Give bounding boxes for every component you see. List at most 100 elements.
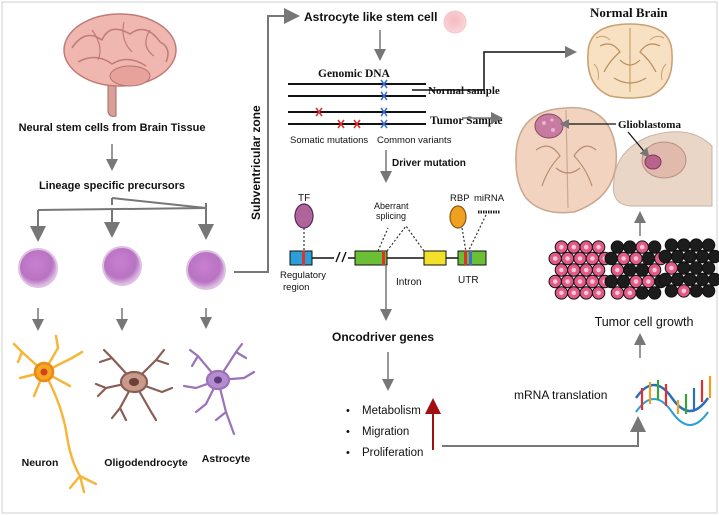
tumor-cell [689, 261, 703, 275]
normal-brain-illustration [587, 23, 673, 99]
oligodendrocyte-illustration [94, 348, 174, 422]
tumor-cell [695, 272, 710, 287]
tumor-cell-nucleus [633, 279, 639, 284]
mrna-strand-illustration [634, 376, 712, 426]
oncodriver-genes-label: Oncodriver genes [332, 330, 434, 344]
tumor-cell-cluster [604, 240, 668, 300]
tumor-cell [623, 263, 637, 277]
oncodriver-list: • Metabolism • Migration • Proliferation [346, 405, 423, 459]
tumor-cell-nucleus [596, 244, 601, 250]
mirna-label: miRNA [474, 193, 505, 204]
tumor-cell [701, 284, 716, 298]
subventricular-zone-label: Subventricular zone [249, 105, 263, 220]
glioblastoma-pointer-2 [627, 131, 650, 158]
tumor-cell [623, 240, 637, 254]
svg-text:•: • [346, 447, 350, 459]
dna-strands [288, 83, 426, 125]
tf-icon [294, 203, 314, 229]
tumor-cell-nucleus [571, 267, 577, 273]
genomic-dna-label: Genomic DNA [318, 68, 391, 80]
tumor-cell [647, 286, 662, 300]
tumor-cell [683, 272, 697, 287]
tumor-cell-cluster [658, 238, 719, 298]
head-silhouette-illustration [612, 131, 713, 207]
tumor-cell-clusters [548, 238, 719, 300]
tumor-cell-nucleus [615, 267, 620, 273]
svg-text:•: • [346, 405, 350, 417]
intron-label: Intron [396, 277, 422, 288]
tumor-cell-nucleus [639, 244, 645, 250]
tumor-cell [635, 286, 649, 300]
tumor-cell-nucleus [621, 256, 626, 261]
glioblastoma-brain-illustration [515, 106, 618, 214]
tumor-cell [670, 272, 685, 287]
astrocyte-label: Astrocyte [202, 453, 251, 465]
svg-text:•: • [346, 426, 350, 438]
tumor-cell [641, 251, 656, 266]
tumor-cell [616, 274, 631, 289]
tumor-cell-nucleus [681, 288, 687, 294]
glioblastoma-label: Glioblastoma [618, 119, 681, 131]
aberrant-label-1: Aberrant [374, 201, 409, 211]
tumor-cell-nucleus [577, 279, 583, 284]
regulatory-label-2: region [283, 282, 309, 293]
tumor-cell-nucleus [615, 290, 620, 296]
branch-arrows [30, 197, 214, 242]
tumor-cell [701, 238, 716, 252]
tumor-cell-nucleus [571, 290, 577, 296]
tumor-cell-cluster [548, 240, 612, 300]
somatic-mutations-label: Somatic mutations [290, 135, 368, 146]
precursor-cell [102, 246, 142, 286]
tumor-cell-nucleus [559, 267, 564, 273]
gene-track [289, 224, 487, 266]
tumor-cell [635, 263, 649, 277]
tumor-cell [689, 284, 703, 298]
oligodendrocyte-label: Oligodendrocyte [104, 457, 188, 469]
normal-to-brain-arrow [412, 46, 577, 91]
tumor-cell-nucleus [590, 256, 595, 261]
list-to-translation-arrow [442, 416, 646, 447]
tumor-cell [695, 249, 710, 264]
tumor-cell [701, 261, 716, 275]
driver-mutation-label: Driver mutation [392, 158, 466, 169]
tumor-cell-nucleus [559, 244, 564, 250]
tumor-cell-nucleus [646, 279, 651, 284]
tumor-cell [604, 251, 618, 266]
tumor-cell [683, 249, 697, 264]
tumor-cell [689, 238, 703, 252]
oncodriver-item: Proliferation [362, 447, 423, 459]
neural-stem-cells-label: Neural stem cells from Brain Tissue [19, 122, 206, 134]
tumor-cell-nucleus [565, 279, 570, 284]
tf-label: TF [298, 193, 310, 204]
tumor-cell-nucleus [669, 265, 674, 271]
brain-illustration [63, 13, 177, 117]
tumor-cell [647, 240, 662, 254]
common-variants-label: Common variants [377, 135, 452, 146]
utr-label: UTR [458, 275, 479, 286]
tumor-cell [658, 272, 672, 287]
tumor-cell [670, 249, 685, 264]
tumor-cell [658, 249, 672, 264]
tumor-cell-nucleus [596, 267, 601, 273]
tumor-cell-nucleus [590, 279, 595, 284]
precursor-cell [18, 248, 58, 288]
mirna-connector [467, 214, 487, 253]
tumor-cell-nucleus [577, 256, 583, 261]
tumor-cell-nucleus [652, 267, 657, 273]
mutation-marks [315, 107, 361, 129]
tumor-cell-nucleus [633, 256, 639, 261]
tumor-cell [664, 238, 679, 252]
tumor-cell [610, 240, 625, 254]
tumor-cell-nucleus [571, 244, 577, 250]
tumor-cell-nucleus [583, 244, 589, 250]
astrocyte-illustration [182, 342, 256, 436]
variant-marks [380, 79, 388, 129]
tumor-cell-growth-label: Tumor cell growth [595, 315, 694, 329]
tumor-cell [677, 261, 691, 275]
tumor-cell-nucleus [552, 279, 558, 284]
tumor-cell-nucleus [596, 290, 601, 296]
tumor-cell [677, 238, 691, 252]
subventricular-arrow [234, 8, 300, 273]
